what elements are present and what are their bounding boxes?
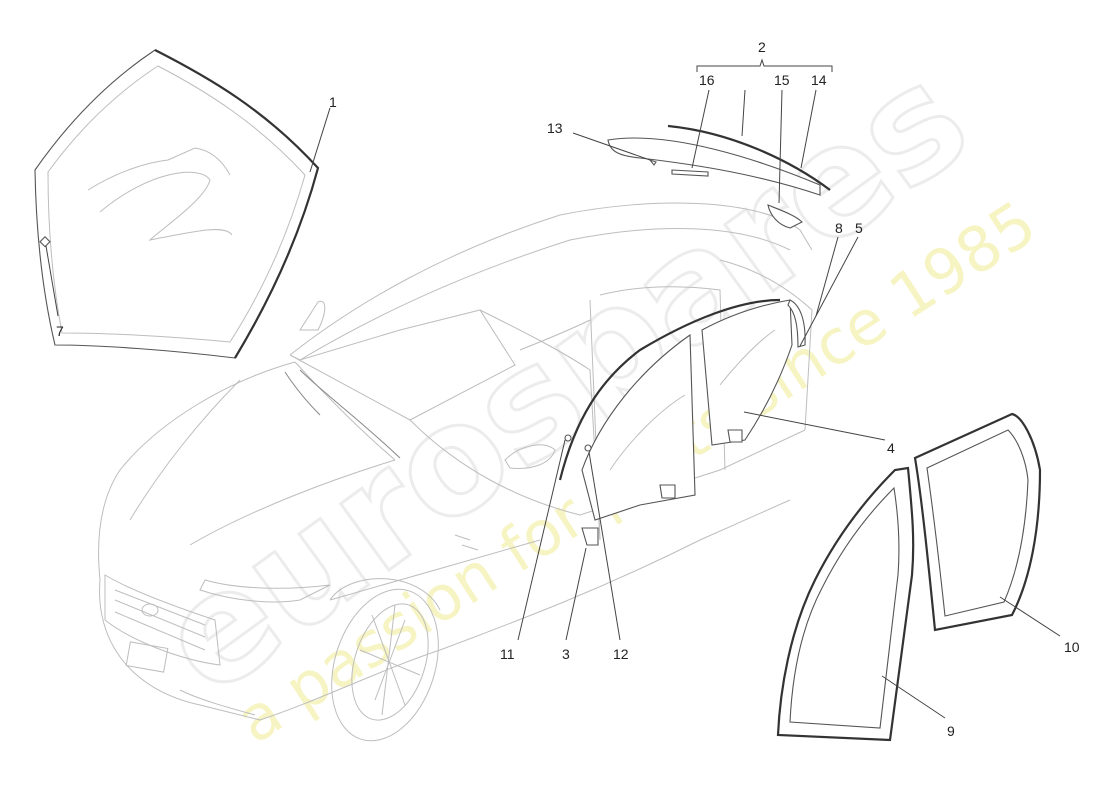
rear-window-part xyxy=(607,124,831,229)
callout-1: 1 xyxy=(329,94,337,110)
callout-labels: 1 2 16 15 14 13 7 8 5 4 10 9 11 3 12 xyxy=(56,39,1080,739)
leader-lines xyxy=(45,58,1061,719)
sensor-icon xyxy=(39,235,51,248)
quarter-glass-strip xyxy=(787,299,806,348)
windshield-part xyxy=(34,49,320,359)
rear-door-seal xyxy=(913,412,1042,632)
callout-7: 7 xyxy=(56,323,64,339)
callout-5: 5 xyxy=(855,220,863,236)
callout-13: 13 xyxy=(547,120,563,136)
glass-channel-strip xyxy=(558,298,781,481)
callout-3: 3 xyxy=(562,646,570,662)
callout-11: 11 xyxy=(500,646,515,662)
callout-4: 4 xyxy=(887,440,895,456)
callout-8: 8 xyxy=(835,220,843,236)
front-door-glass xyxy=(581,333,696,546)
callout-10: 10 xyxy=(1064,639,1080,655)
callout-14: 14 xyxy=(811,72,827,88)
callout-15: 15 xyxy=(774,72,790,88)
callout-9: 9 xyxy=(947,723,955,739)
callout-2: 2 xyxy=(758,39,766,55)
callout-16: 16 xyxy=(699,72,715,88)
car-body-outline xyxy=(98,202,813,742)
front-door-seal xyxy=(776,466,915,742)
rear-door-glass xyxy=(701,299,793,446)
window-clip xyxy=(564,434,592,452)
callout-12: 12 xyxy=(613,646,629,662)
